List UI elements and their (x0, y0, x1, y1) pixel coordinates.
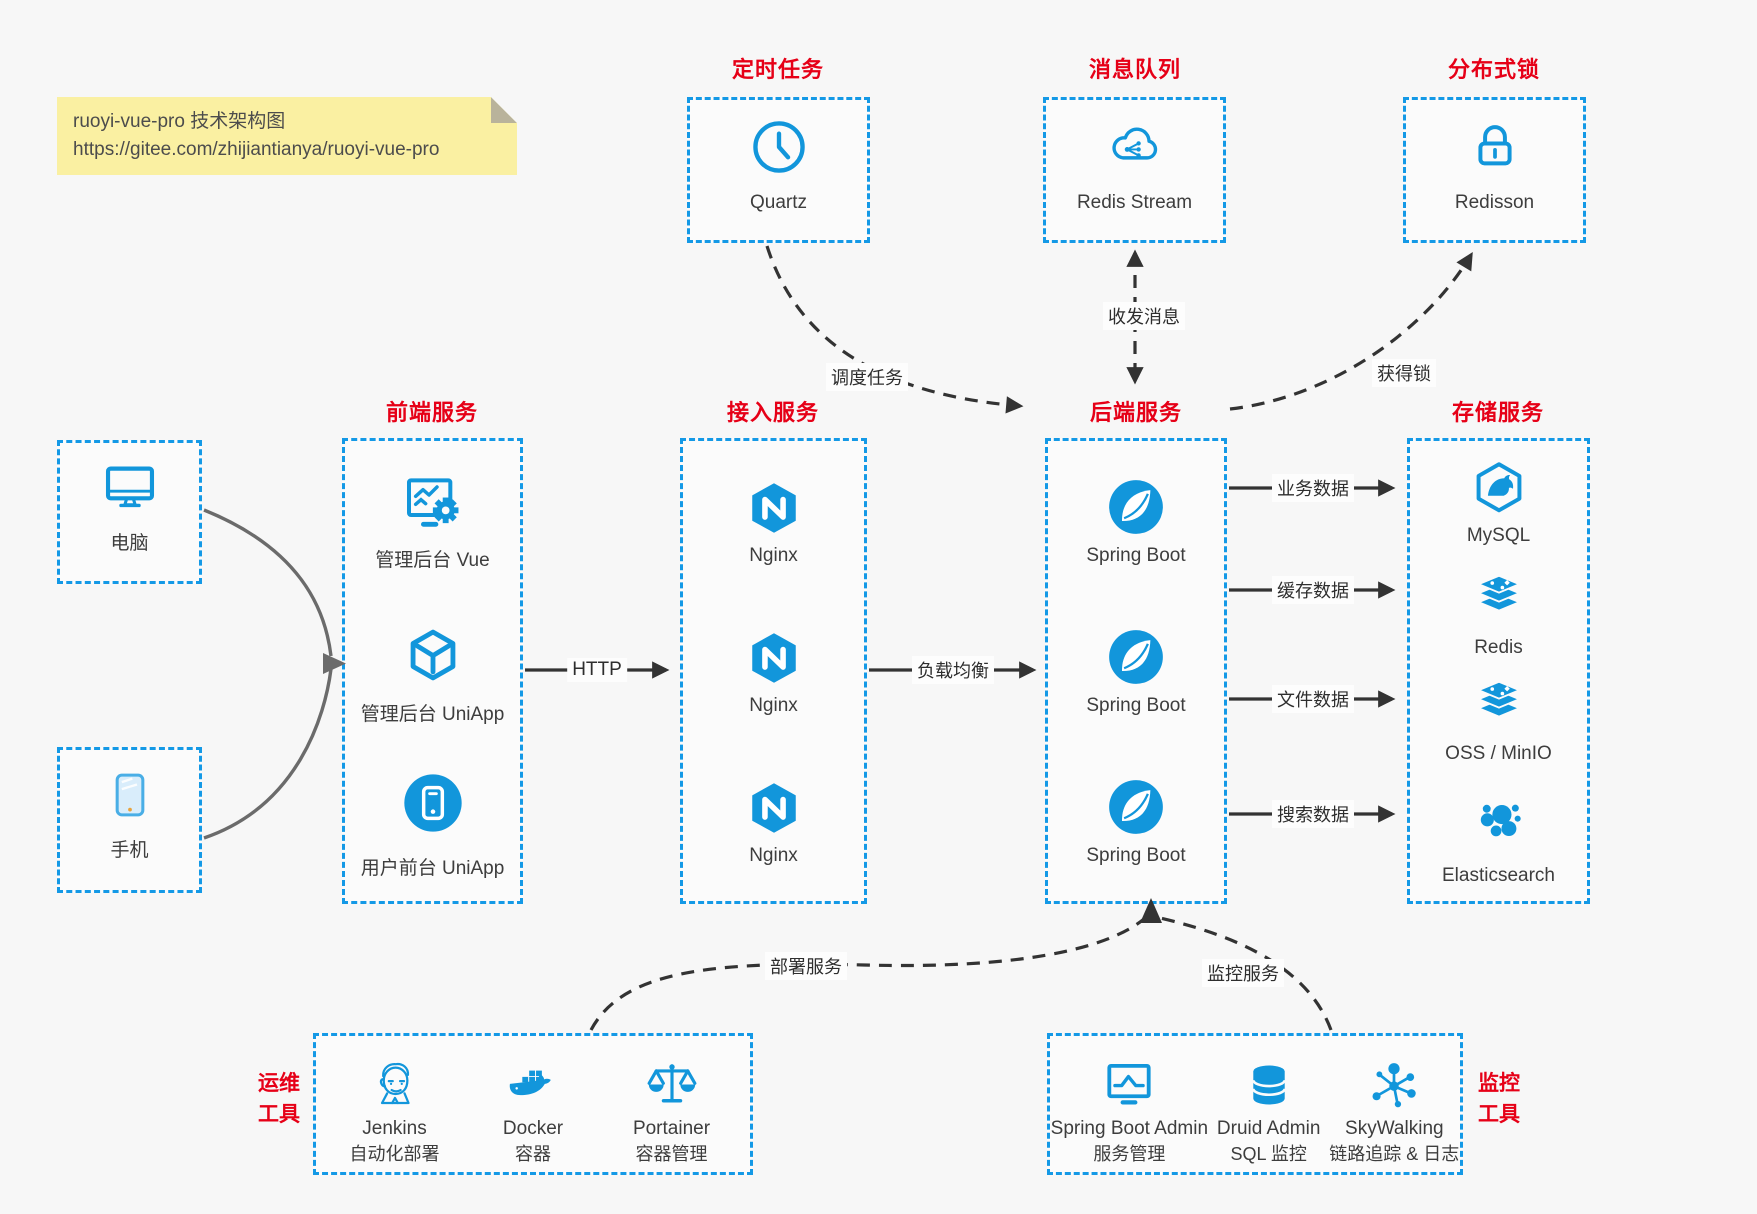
redis-stack-icon (1475, 574, 1522, 612)
lock-icon (1477, 125, 1512, 166)
phone-icon (115, 773, 144, 817)
storage-item-label: Redis (1474, 637, 1523, 658)
spring-boot-admin-label: Spring Boot Admin (1050, 1118, 1209, 1139)
sticky-note: ruoyi-vue-pro 技术架构图 https://gitee.com/zh… (57, 97, 517, 175)
edge-label-file-data: 文件数据 (1272, 685, 1354, 713)
skywalking-label: SkyWalking (1345, 1118, 1444, 1139)
edge-label-load-balance: 负载均衡 (912, 656, 994, 684)
skywalking-item: SkyWalking 链路追踪 & 日志 (1329, 1058, 1459, 1167)
computer-box: 电脑 (57, 440, 202, 584)
spring-boot-icon (1109, 630, 1163, 684)
quartz-box: Quartz (687, 97, 870, 243)
admin-vue-icon (406, 478, 458, 527)
redis-stream-label: Redis Stream (1076, 192, 1193, 213)
edge-label-message: 收发消息 (1103, 302, 1185, 330)
phone-box: 手机 (57, 747, 202, 893)
spring-boot-icon (1109, 480, 1163, 534)
spring-boot-admin-item: Spring Boot Admin 服务管理 (1051, 1058, 1208, 1167)
uniapp-cube-icon (410, 629, 455, 681)
portainer-item: Portainer 容器管理 (612, 1058, 732, 1167)
trace-network-icon (1372, 1063, 1417, 1108)
group-title-monitoring-tools: 监控 工具 (1478, 1072, 1520, 1126)
monitor-chart-icon (1107, 1063, 1151, 1105)
edge-label-business-data: 业务数据 (1272, 474, 1354, 502)
deploy-service-arrow (589, 917, 1146, 1031)
gateway-item-label: Nginx (749, 545, 798, 566)
clock-icon (752, 121, 805, 173)
frontend-item-label: 管理后台 UniApp (360, 704, 505, 725)
edge-label-cache-data: 缓存数据 (1272, 576, 1354, 604)
spring-boot-admin-sublabel: 服务管理 (1093, 1144, 1166, 1164)
docker-sublabel: 容器 (515, 1144, 551, 1164)
edge-label-monitor-service: 监控服务 (1202, 959, 1284, 987)
backend-box: Spring Boot Spring Boot Spring Boot (1045, 438, 1227, 904)
jenkins-sublabel: 自动化部署 (349, 1144, 440, 1164)
desktop-icon (105, 466, 154, 508)
group-title-gateway: 接入服务 (726, 400, 820, 425)
user-uniapp-icon (403, 774, 462, 832)
storage-item-label: Elasticsearch (1442, 865, 1555, 886)
gateway-box: Nginx Nginx Nginx (680, 438, 867, 904)
backend-item-label: Spring Boot (1086, 695, 1186, 716)
group-title-backend: 后端服务 (1089, 400, 1183, 425)
nginx-icon (751, 783, 796, 833)
skywalking-sublabel: 链路追踪 & 日志 (1329, 1144, 1460, 1164)
elasticsearch-icon (1480, 804, 1521, 837)
edge-label-search-data: 搜索数据 (1272, 800, 1354, 828)
group-title-storage: 存储服务 (1451, 400, 1545, 425)
portainer-label: Portainer (632, 1118, 711, 1139)
ops-tools-box: Jenkins 自动化部署 Docker 容器 (313, 1033, 753, 1175)
database-icon (1251, 1065, 1286, 1105)
phone-label: 手机 (110, 840, 149, 861)
druid-admin-item: Druid Admin SQL 监控 (1209, 1058, 1329, 1167)
frontend-box: 管理后台 Vue 管理后台 UniApp 用户前台 UniApp (342, 438, 523, 904)
note-title: ruoyi-vue-pro 技术架构图 (73, 111, 286, 132)
frontend-item-label: 用户前台 UniApp (360, 858, 505, 879)
cloud-stream-icon (1111, 127, 1157, 160)
redis-stream-box: Redis Stream (1043, 97, 1226, 243)
folded-corner-icon (491, 97, 517, 123)
gateway-item-label: Nginx (749, 845, 798, 866)
backend-item-label: Spring Boot (1086, 845, 1186, 866)
druid-admin-label: Druid Admin (1216, 1118, 1321, 1139)
backend-item-label: Spring Boot (1086, 545, 1186, 566)
quartz-label: Quartz (749, 192, 808, 213)
edge-label-schedule-task: 调度任务 (826, 363, 908, 391)
edge-label-deploy-service: 部署服务 (765, 952, 847, 980)
storage-item-label: OSS / MinIO (1445, 743, 1552, 764)
docker-label: Docker (502, 1118, 564, 1139)
druid-admin-sublabel: SQL 监控 (1230, 1144, 1307, 1164)
computer-label: 电脑 (110, 533, 149, 554)
storage-item-label: MySQL (1466, 525, 1531, 546)
redisson-box: Redisson (1403, 97, 1586, 243)
frontend-item-label: 管理后台 Vue (375, 550, 490, 571)
group-title-scheduled-task: 定时任务 (731, 57, 825, 82)
redisson-label: Redisson (1454, 192, 1535, 213)
nginx-icon (751, 633, 796, 683)
jenkins-label: Jenkins (362, 1118, 427, 1139)
docker-icon (509, 1070, 551, 1096)
note-url: https://gitee.com/zhijiantianya/ruoyi-vu… (73, 139, 440, 160)
storage-box: MySQL Redis OSS / MinIO (1407, 438, 1590, 904)
jenkins-item: Jenkins 自动化部署 (335, 1058, 455, 1167)
docker-item: Docker 容器 (473, 1058, 593, 1167)
portainer-sublabel: 容器管理 (635, 1144, 708, 1164)
monitoring-tools-box: Spring Boot Admin 服务管理 Druid Admin SQL 监… (1047, 1033, 1463, 1175)
gateway-item-label: Nginx (749, 695, 798, 716)
portainer-scales-icon (647, 1064, 696, 1103)
edge-label-http: HTTP (567, 658, 627, 682)
clients-to-frontend-arrow (203, 508, 333, 840)
group-title-frontend: 前端服务 (385, 400, 479, 425)
jenkins-icon (379, 1062, 410, 1105)
group-title-distributed-lock: 分布式锁 (1447, 57, 1541, 82)
mysql-icon (1476, 462, 1521, 513)
spring-boot-icon (1109, 780, 1163, 834)
edge-label-acquire-lock: 获得锁 (1372, 359, 1436, 387)
nginx-icon (751, 483, 796, 533)
oss-minio-icon (1475, 680, 1522, 718)
group-title-message-queue: 消息队列 (1088, 57, 1182, 82)
group-title-ops-tools: 运维 工具 (258, 1072, 300, 1126)
